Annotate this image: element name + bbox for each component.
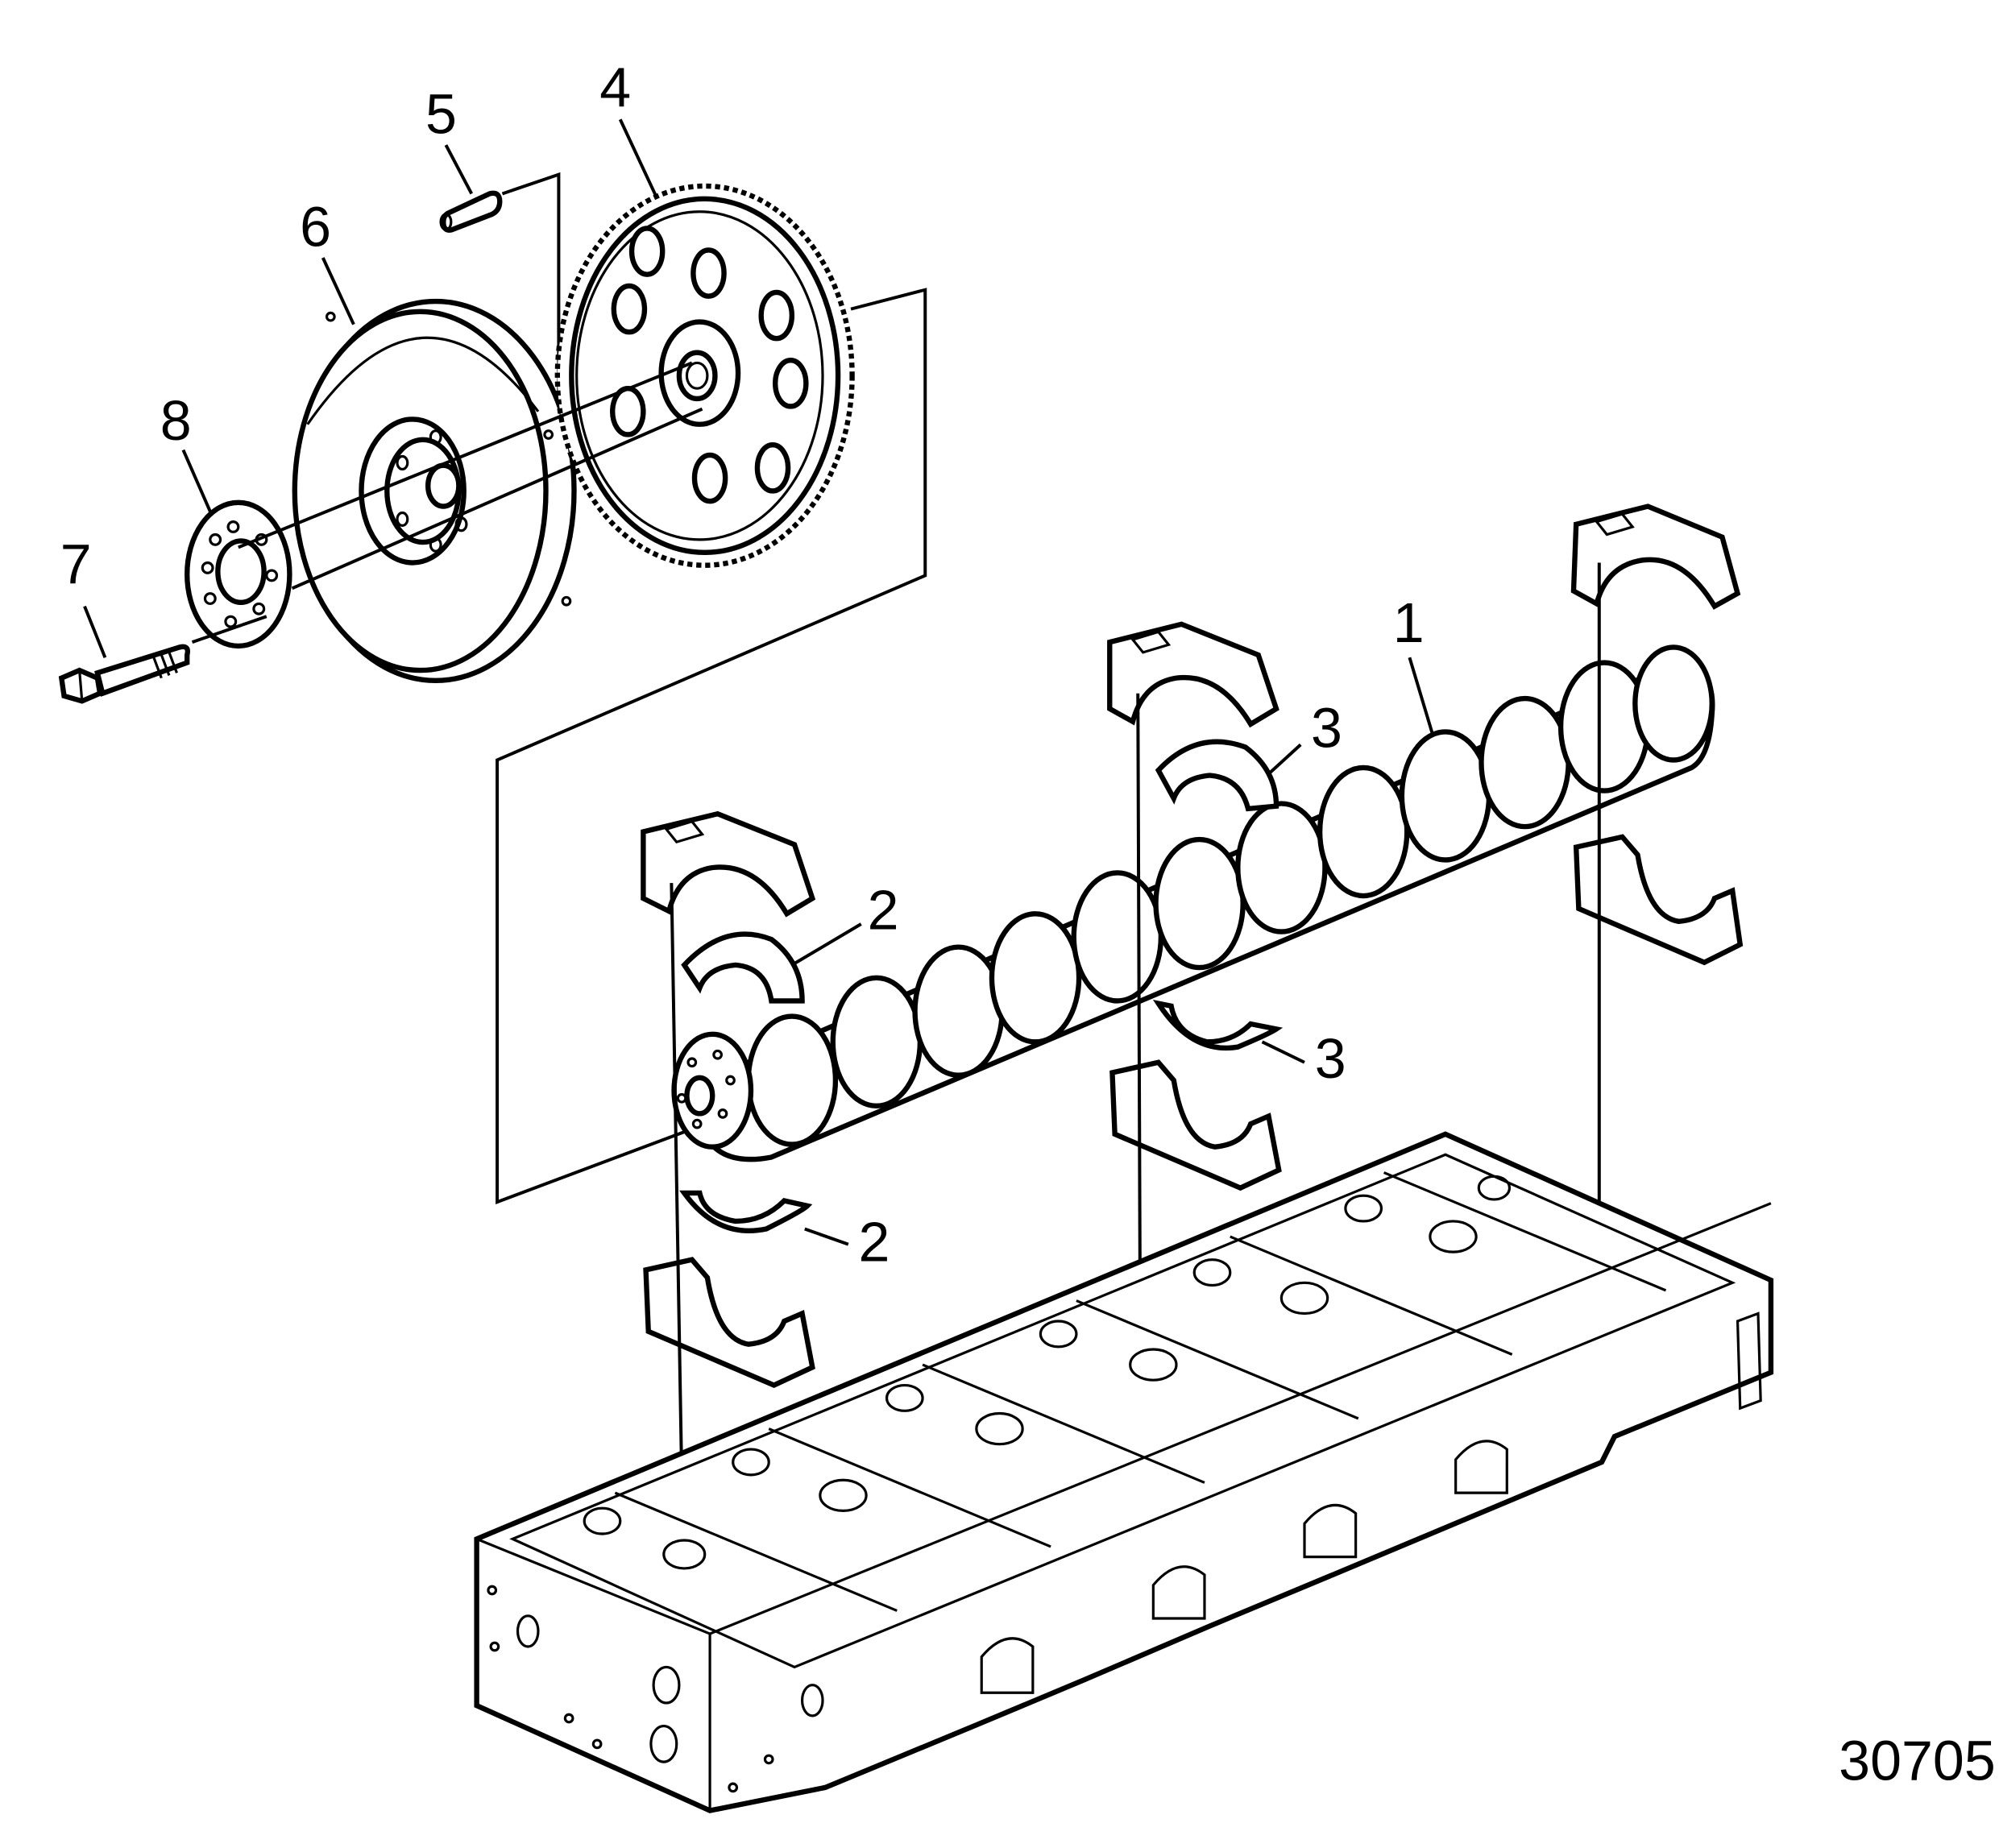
leader-4 — [618, 118, 658, 197]
callout-2-upper: 2 — [868, 878, 899, 941]
bearing-saddle-left — [643, 1257, 815, 1389]
figure-number: 30705 — [1839, 1729, 1996, 1792]
callout-4: 4 — [599, 56, 631, 118]
callout-5: 5 — [425, 83, 457, 146]
callout-8: 8 — [160, 389, 192, 452]
leader-6 — [321, 257, 355, 325]
callout-1: 1 — [1393, 591, 1425, 654]
bolt — [58, 644, 190, 704]
alignment-lines-upper — [191, 361, 703, 644]
bearing-saddle-center — [1109, 1059, 1282, 1191]
leader-1 — [1408, 657, 1434, 735]
bearing-shell-2-upper — [681, 931, 805, 1004]
callout-3-lower: 3 — [1315, 1027, 1346, 1090]
bearing-shell-3-lower — [1152, 1000, 1284, 1051]
flywheel — [292, 298, 577, 684]
camshaft-gear — [554, 183, 855, 568]
leader-7 — [83, 605, 107, 658]
callout-6: 6 — [300, 196, 331, 259]
dowel-pin — [439, 190, 503, 233]
bearing-cap-right — [1570, 503, 1741, 610]
bearing-cap-center — [1107, 621, 1279, 728]
leader-2-upper — [790, 922, 862, 967]
leader-lines — [83, 118, 1434, 1246]
bearing-shell-3-upper — [1155, 739, 1279, 812]
callout-2-lower: 2 — [859, 1210, 890, 1273]
thrust-washer-plate — [185, 499, 292, 649]
leader-5 — [444, 144, 474, 195]
leader-3-lower — [1261, 1040, 1305, 1064]
bearing-cap-left — [641, 810, 816, 918]
bearing-shell-2-lower — [679, 1190, 813, 1233]
leader-2-lower — [804, 1227, 849, 1246]
leader-8 — [181, 449, 212, 512]
assembly-bracket-lines — [496, 172, 927, 1204]
callout-labels: 1 2 2 3 3 4 5 6 7 8 30705 — [60, 56, 1996, 1792]
callout-3-upper: 3 — [1311, 697, 1342, 760]
bearing-saddle-right — [1573, 834, 1744, 966]
callout-7: 7 — [60, 532, 92, 595]
camshaft — [671, 644, 1715, 1162]
cylinder-block — [474, 1131, 1774, 1813]
